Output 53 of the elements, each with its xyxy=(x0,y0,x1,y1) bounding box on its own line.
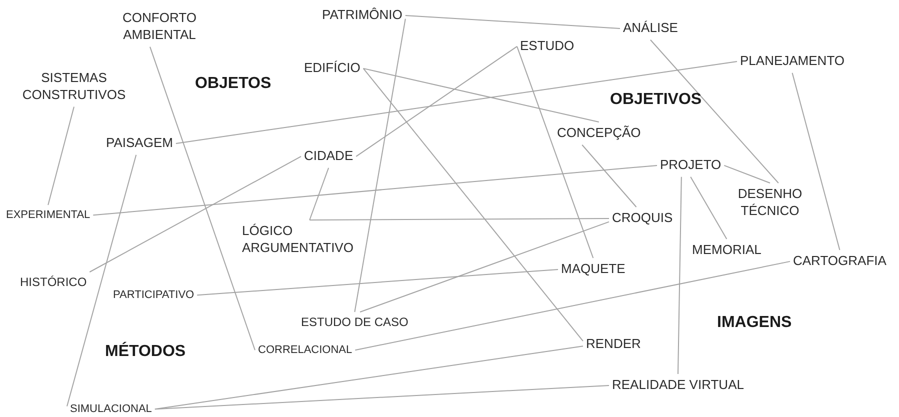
connector-line xyxy=(309,218,610,220)
keyword-text: CONFORTO AMBIENTAL xyxy=(112,10,207,44)
connector-line xyxy=(724,164,770,184)
connector-line xyxy=(356,46,518,157)
connector-line xyxy=(196,268,558,296)
connector-line xyxy=(650,39,779,184)
keyword-text: CROQUIS xyxy=(612,210,673,227)
keyword-text: MAQUETE xyxy=(561,261,626,278)
keyword-text: CONCEPÇÃO xyxy=(557,125,641,142)
category-heading: MÉTODOS xyxy=(105,340,186,362)
keyword-text: PAISAGEM xyxy=(106,135,173,152)
keyword-text: EXPERIMENTAL xyxy=(6,208,90,222)
connector-line xyxy=(354,260,790,351)
connector-line xyxy=(362,68,600,122)
connector-line xyxy=(48,106,74,206)
connector-line xyxy=(175,60,738,144)
keyword-text: CIDADE xyxy=(304,148,354,165)
connector-line xyxy=(360,221,610,312)
keyword-text: HISTÓRICO xyxy=(20,275,87,291)
connector-line xyxy=(354,18,406,312)
connector-line xyxy=(690,176,728,240)
keyword-text: PLANEJAMENTO xyxy=(740,53,845,70)
keyword-text: CORRELACIONAL xyxy=(258,343,352,358)
keyword-text: REALIDADE VIRTUAL xyxy=(612,377,744,394)
connector-line xyxy=(154,384,610,410)
keyword-text: SISTEMAS CONSTRUTIVOS xyxy=(12,70,136,104)
category-heading: OBJETOS xyxy=(195,74,272,94)
connector-line xyxy=(362,68,584,342)
connector-line xyxy=(677,176,682,374)
connector-line xyxy=(792,72,840,250)
keyword-text: EDIFÍCIO xyxy=(304,60,360,77)
connector-line xyxy=(516,46,594,258)
category-heading: IMAGENS xyxy=(717,313,792,333)
keyword-text: PROJETO xyxy=(660,157,722,174)
keyword-text: PARTICIPATIVO xyxy=(113,288,194,302)
connector-line xyxy=(66,154,137,407)
keyword-text: RENDER xyxy=(586,336,641,353)
keyword-text: ANÁLISE xyxy=(623,20,678,37)
category-heading: OBJETIVOS xyxy=(610,90,702,110)
keyword-text: ESTUDO xyxy=(520,38,574,55)
connector-line xyxy=(150,46,256,351)
connector-line xyxy=(404,14,620,29)
connector-line xyxy=(89,156,302,272)
connector-line xyxy=(582,144,637,208)
keyword-text: LÓGICO ARGUMENTATIVO xyxy=(242,223,372,257)
connector-line xyxy=(92,164,658,216)
keyword-text: PATRIMÔNIO xyxy=(322,7,402,24)
connector-line xyxy=(309,167,330,220)
keyword-text: ESTUDO DE CASO xyxy=(301,315,408,331)
keyword-text: CARTOGRAFIA xyxy=(793,253,886,270)
keyword-text: DESENHO TÉCNICO xyxy=(728,186,812,220)
keyword-text: MEMORIAL xyxy=(692,242,762,259)
keyword-text: SIMULACIONAL xyxy=(70,402,152,416)
